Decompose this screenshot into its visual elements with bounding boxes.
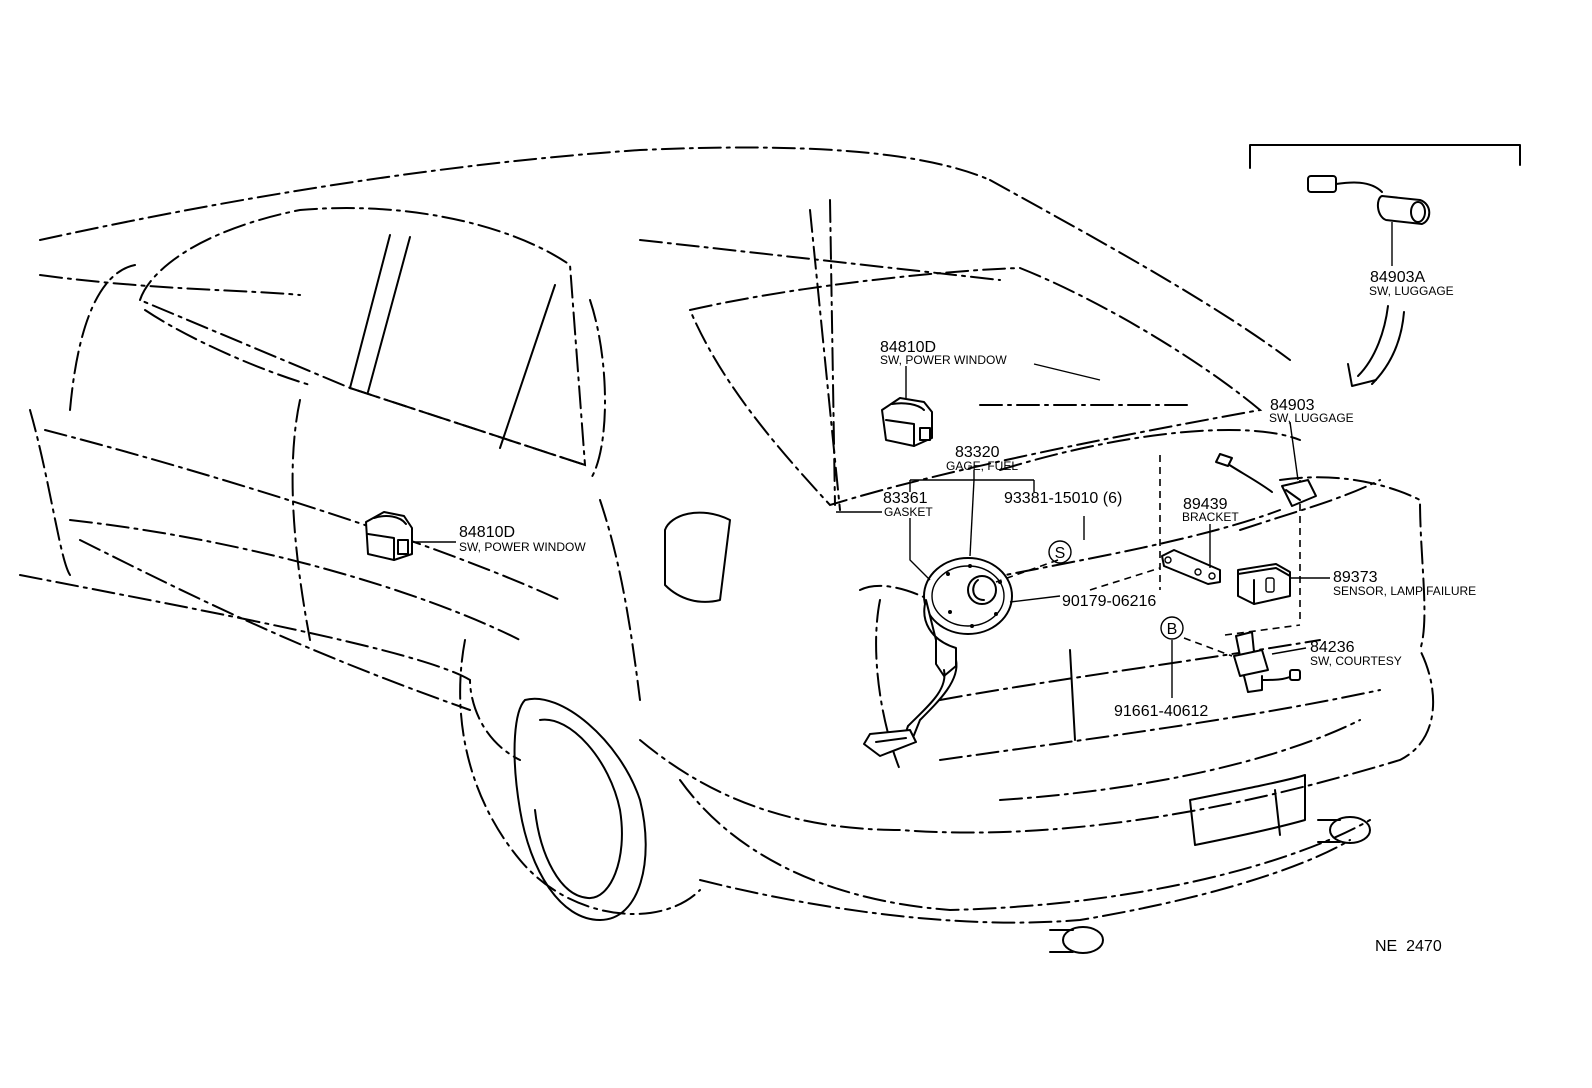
- fuel-gage-name: GAGE, FUEL: [946, 459, 1018, 473]
- gasket-number: 83361: [883, 490, 928, 507]
- bolt-number: 91661-40612: [1114, 703, 1208, 720]
- window-door-name: SW, POWER WINDOW: [459, 540, 586, 554]
- window-top-name: SW, POWER WINDOW: [880, 353, 1007, 367]
- callout-screw: 93381-15010 (6): [1004, 490, 1122, 507]
- bracket-number: 89439: [1183, 496, 1228, 513]
- luggage-switch-part: [1215, 453, 1317, 507]
- power-window-switch-top-part: [881, 397, 933, 447]
- luggage-number: 84903: [1270, 397, 1315, 414]
- fuel-gage-part: [863, 557, 1013, 757]
- marker-b-letter: B: [1167, 621, 1178, 638]
- lamp-sensor-number: 89373: [1333, 569, 1378, 586]
- bracket-name: BRACKET: [1182, 510, 1239, 524]
- callout-window-top: 84810D SW, POWER WINDOW: [880, 339, 1007, 367]
- car-body-outline: [19, 146, 1435, 954]
- marker-s: S: [1048, 540, 1072, 564]
- lamp-failure-sensor-part: [1237, 563, 1291, 605]
- callout-fuel-gage: 83320 GAGE, FUEL: [946, 444, 1018, 473]
- inset-arrow: [1347, 305, 1405, 387]
- callout-window-door: 84810D SW, POWER WINDOW: [459, 524, 586, 554]
- courtesy-number: 84236: [1310, 639, 1355, 656]
- callout-bolt: 91661-40612: [1114, 703, 1208, 720]
- luggage-a-number: 84903A: [1370, 269, 1425, 286]
- callout-luggage-a: 84903A SW, LUGGAGE: [1369, 269, 1454, 298]
- lamp-sensor-name: SENSOR, LAMP FAILURE: [1333, 584, 1476, 598]
- gasket-name: GASKET: [884, 505, 933, 519]
- screw-number: 93381-15010 (6): [1004, 490, 1122, 507]
- fuel-gage-number: 83320: [955, 444, 1000, 461]
- callout-gasket: 83361 GASKET: [883, 490, 933, 519]
- callout-lamp-sensor: 89373 SENSOR, LAMP FAILURE: [1333, 569, 1476, 598]
- callout-luggage: 84903 SW, LUGGAGE: [1269, 397, 1354, 425]
- marker-s-letter: S: [1055, 545, 1066, 562]
- power-window-switch-door-part: [365, 511, 413, 561]
- callout-bracket: 89439 BRACKET: [1182, 496, 1239, 524]
- luggage-a-name: SW, LUGGAGE: [1369, 284, 1454, 298]
- luggage-name: SW, LUGGAGE: [1269, 411, 1354, 425]
- reference-code: NE 2470: [1375, 938, 1442, 955]
- courtesy-switch-part: [1233, 631, 1301, 693]
- leader-lines: [412, 222, 1393, 698]
- luggage-switch-a-part: [1307, 175, 1431, 225]
- callout-courtesy: 84236 SW, COURTESY: [1310, 639, 1402, 668]
- callout-clip: 90179-06216: [1062, 593, 1156, 610]
- clip-number: 90179-06216: [1062, 593, 1156, 610]
- window-top-number: 84810D: [880, 339, 936, 356]
- bracket-part: [1161, 549, 1221, 585]
- marker-b: B: [1160, 616, 1184, 640]
- inset-frame: [1249, 144, 1521, 169]
- courtesy-name: SW, COURTESY: [1310, 654, 1402, 668]
- window-door-number: 84810D: [459, 524, 515, 541]
